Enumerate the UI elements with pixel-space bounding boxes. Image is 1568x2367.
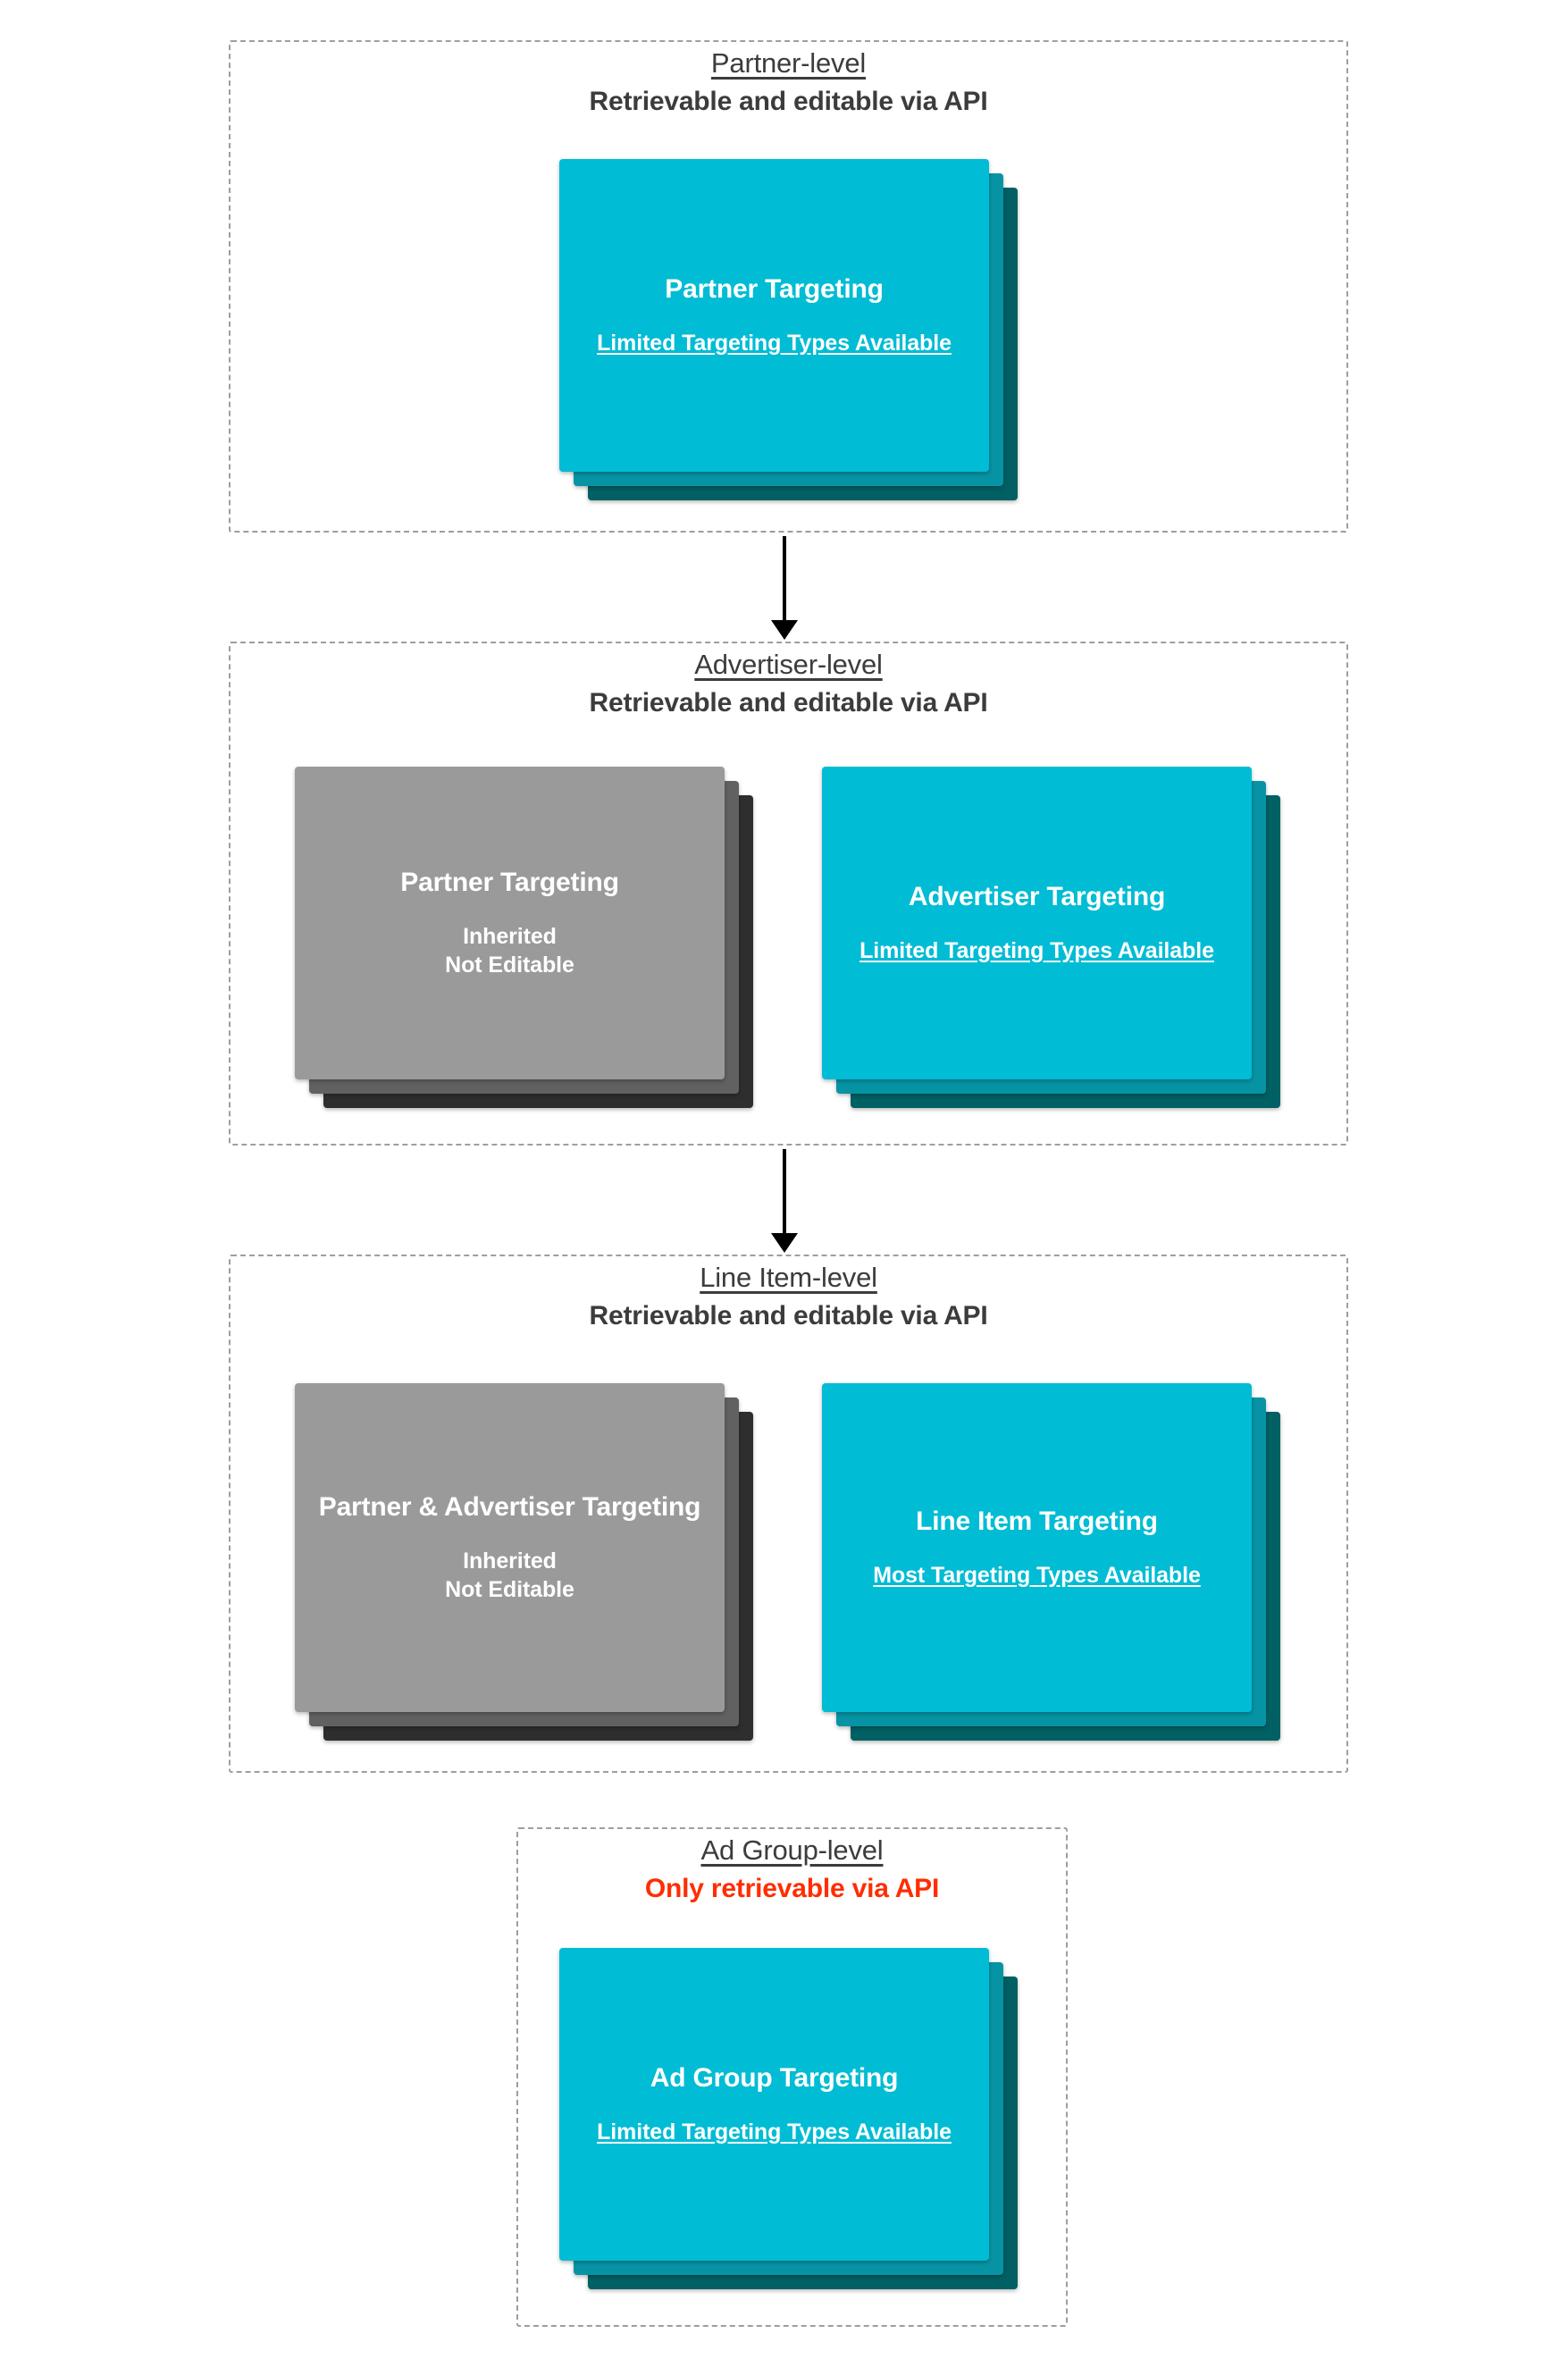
level-header-ad-group: Ad Group-level Only retrievable via API xyxy=(516,1834,1068,1906)
level-box-line-item xyxy=(229,1255,1348,1773)
level-box-ad-group xyxy=(516,1827,1068,2327)
card-note: Most Targeting Types Available xyxy=(873,1563,1201,1589)
level-box-advertiser xyxy=(229,642,1348,1146)
level-title-advertiser: Advertiser-level xyxy=(694,649,883,680)
card-stack-partner-targeting-inherited[interactable]: Partner Targeting Inherited Not Editable xyxy=(295,767,753,1108)
level-box-partner xyxy=(229,40,1348,533)
card-title: Partner Targeting xyxy=(665,273,884,304)
level-title-line-item: Line Item-level xyxy=(700,1262,877,1293)
level-title-ad-group: Ad Group-level xyxy=(700,1834,884,1866)
card-stack-ad-group-targeting[interactable]: Ad Group Targeting Limited Targeting Typ… xyxy=(559,1948,1018,2289)
card-title: Ad Group Targeting xyxy=(650,2062,899,2093)
card-stack-partner-advertiser-targeting-inherited[interactable]: Partner & Advertiser Targeting Inherited… xyxy=(295,1383,753,1741)
level-subtitle-partner: Retrievable and editable via API xyxy=(589,86,988,116)
card-title: Partner & Advertiser Targeting xyxy=(318,1491,701,1522)
card-layer-front: Ad Group Targeting Limited Targeting Typ… xyxy=(559,1948,989,2261)
card-layer-front: Line Item Targeting Most Targeting Types… xyxy=(822,1383,1252,1712)
level-header-partner: Partner-level Retrievable and editable v… xyxy=(229,46,1348,119)
level-subtitle-advertiser: Retrievable and editable via API xyxy=(589,687,988,718)
card-stack-partner-targeting[interactable]: Partner Targeting Limited Targeting Type… xyxy=(559,159,1018,500)
connector-partner-to-advertiser xyxy=(783,536,786,622)
card-note: Inherited Not Editable xyxy=(445,924,574,978)
level-header-advertiser: Advertiser-level Retrievable and editabl… xyxy=(229,648,1348,720)
connector-advertiser-to-line-item xyxy=(783,1149,786,1235)
card-layer-front: Advertiser Targeting Limited Targeting T… xyxy=(822,767,1252,1079)
level-subtitle-line-item: Retrievable and editable via API xyxy=(589,1300,988,1330)
card-layer-front: Partner Targeting Limited Targeting Type… xyxy=(559,159,989,472)
level-title-partner: Partner-level xyxy=(710,47,867,79)
card-note: Limited Targeting Types Available xyxy=(597,331,952,357)
card-stack-advertiser-targeting[interactable]: Advertiser Targeting Limited Targeting T… xyxy=(822,767,1280,1108)
level-subtitle-ad-group: Only retrievable via API xyxy=(644,1873,940,1903)
card-layer-front: Partner Targeting Inherited Not Editable xyxy=(295,767,725,1079)
card-title: Advertiser Targeting xyxy=(908,881,1166,911)
card-note: Limited Targeting Types Available xyxy=(597,2119,952,2145)
level-header-line-item: Line Item-level Retrievable and editable… xyxy=(229,1261,1348,1333)
card-title: Partner Targeting xyxy=(400,867,619,897)
card-title: Line Item Targeting xyxy=(916,1506,1158,1536)
card-layer-front: Partner & Advertiser Targeting Inherited… xyxy=(295,1383,725,1712)
card-stack-line-item-targeting[interactable]: Line Item Targeting Most Targeting Types… xyxy=(822,1383,1280,1741)
card-note: Inherited Not Editable xyxy=(445,1549,574,1603)
card-note: Limited Targeting Types Available xyxy=(859,938,1214,964)
